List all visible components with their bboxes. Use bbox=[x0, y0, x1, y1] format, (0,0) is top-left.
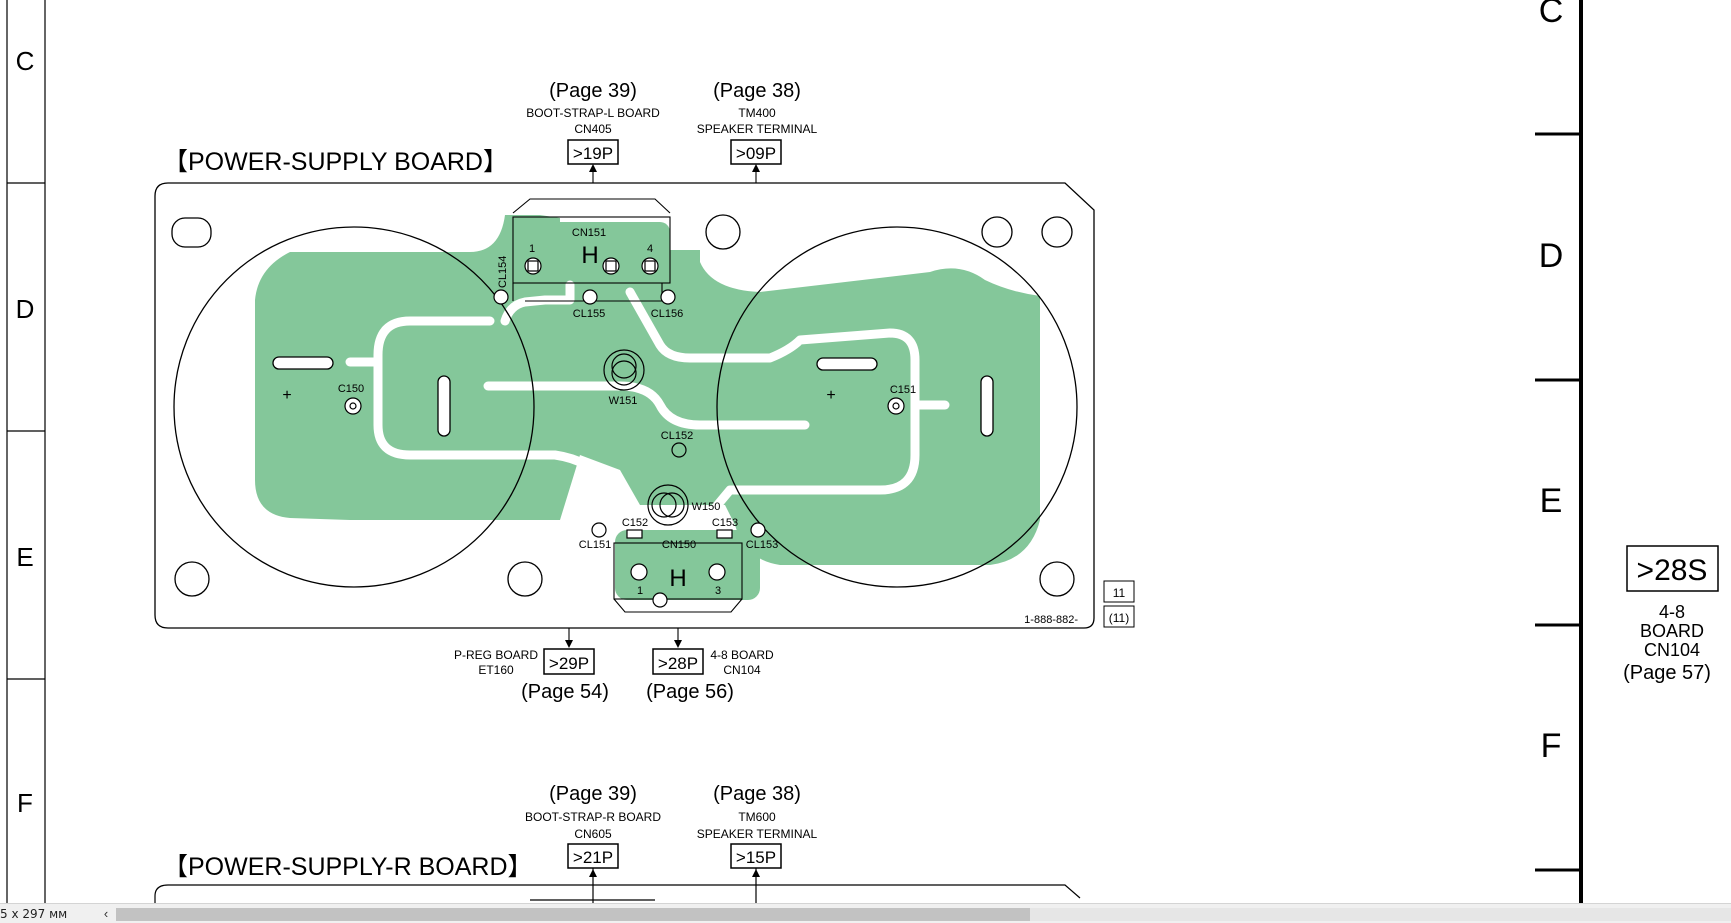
conn-board-label: CN104 bbox=[723, 663, 761, 677]
board-title: 【POWER-SUPPLY BOARD】 bbox=[163, 148, 508, 176]
pin-number: 3 bbox=[715, 585, 721, 597]
document-viewport[interactable]: C D E F C D E F >28S 4-8 BOARD CN104 (Pa… bbox=[0, 0, 1731, 903]
grid-row-label: D bbox=[16, 294, 35, 324]
conn-board-label: P-REG BOARD bbox=[454, 648, 538, 662]
status-bar: 5 x 297 мм ‹ bbox=[0, 903, 1731, 923]
speaker-outline bbox=[716, 226, 1078, 588]
scroll-left-button[interactable]: ‹ bbox=[103, 906, 109, 921]
part-label: CL153 bbox=[746, 539, 778, 551]
part-label: C153 bbox=[712, 517, 738, 529]
part-label: CL152 bbox=[661, 430, 693, 442]
conn-page-ref: (Page 39) bbox=[549, 783, 637, 805]
rev-box bbox=[1103, 605, 1135, 628]
conn-tag: >28P bbox=[658, 654, 698, 673]
grid-row-label: C bbox=[16, 46, 35, 76]
conn-tag-box bbox=[543, 648, 595, 675]
board-number: 1-888-882- bbox=[1024, 614, 1078, 626]
conn-tag: >15P bbox=[736, 848, 776, 867]
pin-number: 1 bbox=[637, 585, 643, 597]
conn-board-label: BOOT-STRAP-R BOARD bbox=[525, 810, 661, 824]
part-label: CL156 bbox=[651, 308, 683, 320]
conn-board-label: 4-8 BOARD bbox=[710, 648, 774, 662]
conn-board-label: BOOT-STRAP-L BOARD bbox=[526, 106, 660, 120]
conn-tag: >29P bbox=[549, 654, 589, 673]
part-label: W150 bbox=[692, 501, 721, 513]
side-ref-tag: >28S bbox=[1637, 554, 1708, 587]
jumper-w150 bbox=[647, 484, 689, 526]
connector-key: H bbox=[581, 242, 598, 269]
board-title: 【POWER-SUPPLY-R BOARD】 bbox=[163, 853, 533, 881]
conn-board-label: TM600 bbox=[738, 810, 776, 824]
part-label: C152 bbox=[622, 517, 648, 529]
connector-key: H bbox=[669, 565, 686, 592]
conn-board-label: CN605 bbox=[574, 827, 612, 841]
side-ref-line: 4-8 bbox=[1659, 602, 1685, 622]
right-grid-frame bbox=[1535, 0, 1583, 903]
conn-board-label: SPEAKER TERMINAL bbox=[697, 827, 818, 841]
grid-row-label: E bbox=[1540, 482, 1563, 520]
grid-row-label: D bbox=[1539, 237, 1564, 275]
conn-board-label: SPEAKER TERMINAL bbox=[697, 122, 818, 136]
horizontal-scrollbar[interactable] bbox=[116, 908, 1731, 921]
mount-holes bbox=[171, 214, 1075, 597]
conn-page-ref: (Page 56) bbox=[646, 681, 734, 703]
connector-pins bbox=[591, 522, 766, 608]
part-label: CL154 bbox=[497, 256, 509, 288]
page-size-readout: 5 x 297 мм bbox=[0, 907, 68, 921]
part-label: CL155 bbox=[573, 308, 605, 320]
grid-row-label: F bbox=[1541, 727, 1562, 765]
rev-label: (11) bbox=[1109, 611, 1129, 625]
conn-page-ref: (Page 54) bbox=[521, 681, 609, 703]
conn-board-label: CN405 bbox=[574, 122, 612, 136]
part-label: C150 bbox=[338, 383, 364, 395]
part-label: CN150 bbox=[662, 539, 696, 551]
rev-box bbox=[1103, 580, 1135, 603]
schematic-drawing: C D E F C D E F >28S 4-8 BOARD CN104 (Pa… bbox=[6, 0, 1719, 903]
pin-number: 4 bbox=[647, 243, 653, 255]
conn-tag-box bbox=[652, 648, 704, 675]
conn-board-label: TM400 bbox=[738, 106, 776, 120]
test-pad bbox=[671, 442, 687, 458]
grid-row-label: C bbox=[1539, 0, 1564, 30]
leader-arrowheads bbox=[565, 164, 760, 648]
connector-cn150 bbox=[613, 542, 743, 613]
capacitor-pads bbox=[344, 397, 905, 415]
polarity-mark: + bbox=[282, 387, 291, 404]
left-grid-frame bbox=[6, 0, 46, 903]
pin-number: 1 bbox=[529, 243, 535, 255]
conn-page-ref: (Page 38) bbox=[713, 80, 801, 102]
conn-tag: >19P bbox=[573, 144, 613, 163]
conn-page-ref: (Page 39) bbox=[549, 80, 637, 102]
part-label: W151 bbox=[609, 395, 638, 407]
scrollbar-thumb[interactable] bbox=[116, 908, 1030, 921]
connector-pins bbox=[493, 257, 676, 305]
leader-arrowheads bbox=[589, 869, 760, 877]
conn-tag: >21P bbox=[573, 848, 613, 867]
speaker-outline bbox=[173, 226, 535, 588]
board-traces bbox=[345, 280, 950, 530]
part-label: CN151 bbox=[572, 227, 606, 239]
jumper-w151 bbox=[603, 349, 645, 391]
part-label: C151 bbox=[890, 384, 916, 396]
side-ref-tag-box bbox=[1626, 545, 1719, 592]
side-ref-line: BOARD bbox=[1640, 621, 1704, 641]
rev-label: 11 bbox=[1113, 586, 1126, 600]
conn-tag: >09P bbox=[736, 144, 776, 163]
polarity-mark: + bbox=[826, 387, 835, 404]
conn-page-ref: (Page 38) bbox=[713, 783, 801, 805]
conn-board-label: ET160 bbox=[478, 663, 514, 677]
part-label: CL151 bbox=[579, 539, 611, 551]
side-ref-line: CN104 bbox=[1644, 640, 1700, 660]
grid-row-label: F bbox=[17, 788, 33, 818]
capacitor-slots bbox=[272, 356, 994, 437]
side-ref-page: (Page 57) bbox=[1623, 662, 1711, 684]
grid-row-label: E bbox=[16, 542, 33, 572]
